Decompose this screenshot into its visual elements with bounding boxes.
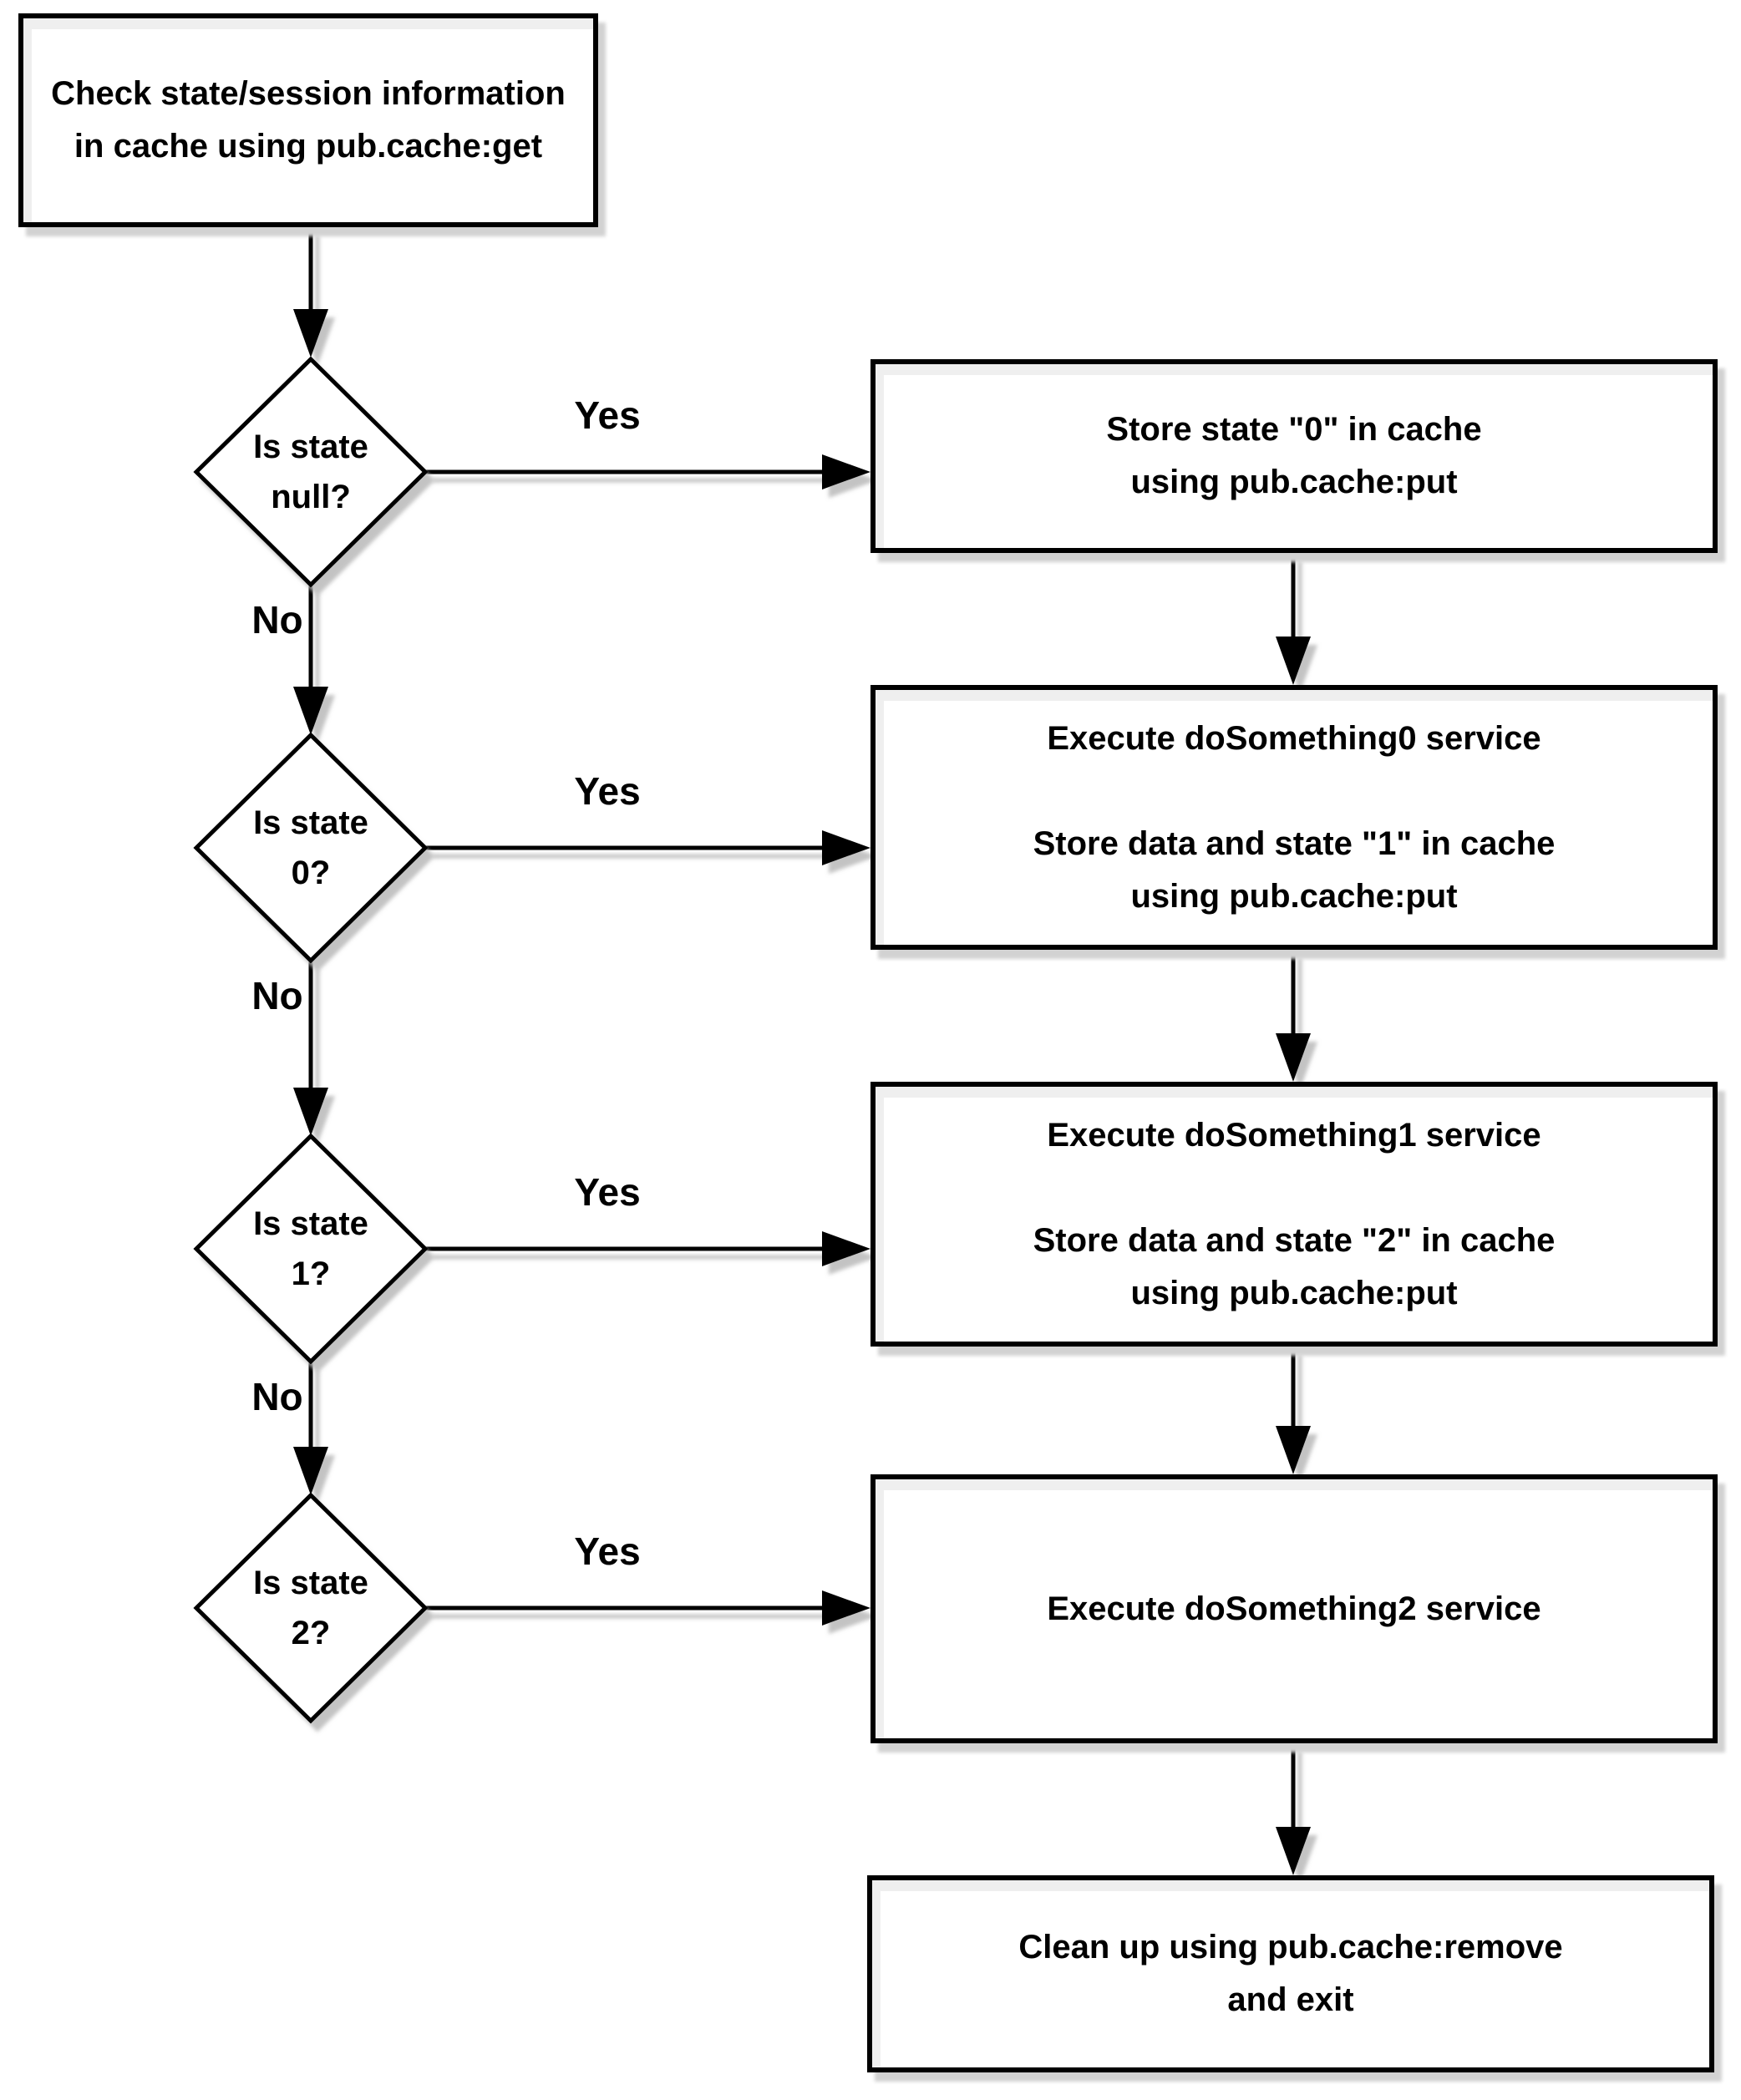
arrowhead-right-icon (822, 1590, 870, 1626)
decision-diamond-0-shape (193, 732, 429, 964)
decision-diamond-2-shape (193, 1492, 429, 1724)
arrowhead-down-icon (1276, 1426, 1311, 1474)
arrowhead-right-icon (822, 1231, 870, 1266)
yes-edge-label: Yes (574, 1170, 641, 1214)
arrowhead-down-icon (293, 687, 328, 735)
decision-label-is-state-2: Is state 2? (253, 1565, 368, 1651)
yes-edge-label: Yes (574, 393, 641, 437)
decision-shapes-group (193, 356, 429, 1724)
arrowhead-down-icon (1276, 1827, 1311, 1875)
decision-diamond-1-shape (193, 1133, 429, 1365)
yes-edge-label: Yes (574, 1529, 641, 1573)
arrowhead-right-icon (822, 830, 870, 865)
connectors-group (293, 227, 1311, 1875)
arrowhead-right-icon (822, 454, 870, 489)
decision-label-is-state-null: Is state null? (253, 429, 368, 515)
process-box-dosomething2: Execute doSomething2 service (870, 1474, 1718, 1743)
process-box-cleanup-exit: Clean up using pub.cache:remove and exit (867, 1875, 1714, 2072)
arrowhead-down-icon (293, 1447, 328, 1495)
arrowhead-down-icon (293, 309, 328, 358)
no-edge-label: No (251, 598, 303, 642)
process-box-store-state-0: Store state "0" in cache using pub.cache… (870, 359, 1718, 553)
start-box: Check state/session information in cache… (18, 13, 598, 227)
arrowhead-down-icon (293, 1088, 328, 1136)
no-edge-label: No (251, 974, 303, 1017)
decision-label-is-state-0: Is state 0? (253, 804, 368, 891)
arrowhead-down-icon (1276, 1033, 1311, 1082)
arrowhead-down-icon (1276, 637, 1311, 685)
no-edge-label: No (251, 1375, 303, 1418)
decision-label-is-state-1: Is state 1? (253, 1205, 368, 1292)
yes-edge-label: Yes (574, 769, 641, 813)
process-box-dosomething1: Execute doSomething1 service Store data … (870, 1082, 1718, 1347)
decision-diamond-null-shape (193, 356, 429, 588)
process-box-dosomething0: Execute doSomething0 service Store data … (870, 685, 1718, 950)
